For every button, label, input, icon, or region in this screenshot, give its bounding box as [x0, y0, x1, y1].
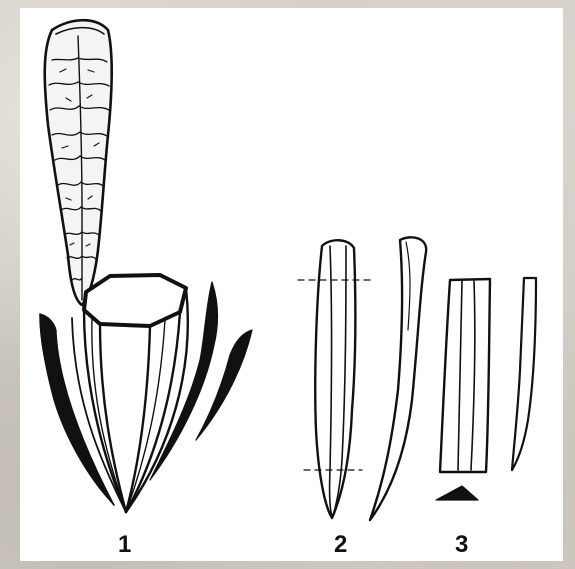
figure-label-2: 2	[334, 531, 347, 558]
figure-1-core	[40, 20, 252, 512]
figure-3-segment	[436, 278, 536, 500]
core-platform	[84, 275, 186, 326]
segment-face	[440, 279, 490, 472]
removed-blade-left	[40, 314, 114, 505]
flaked-point	[45, 20, 112, 305]
segment-profile	[512, 278, 536, 470]
blade-face	[315, 240, 355, 518]
figure-label-1: 1	[118, 531, 131, 558]
segment-section	[436, 486, 478, 500]
blade-profile	[370, 237, 426, 520]
figure-label-3: 3	[455, 531, 468, 558]
figure-2-blade	[298, 237, 426, 520]
